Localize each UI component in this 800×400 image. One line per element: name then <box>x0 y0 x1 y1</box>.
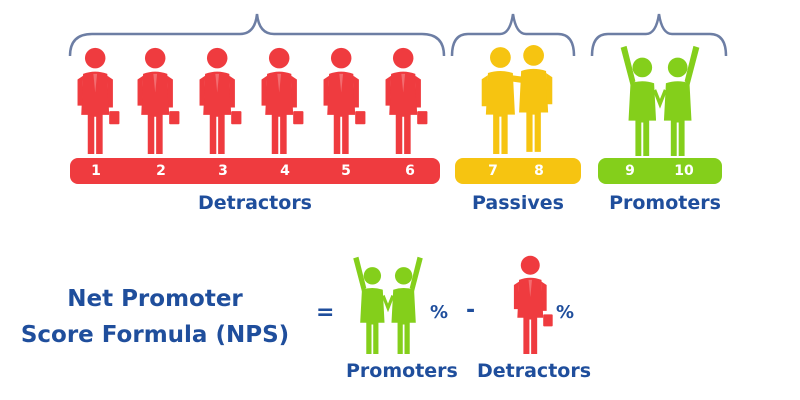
promoter-formula-icon <box>353 256 423 354</box>
detractors-label: Detractors <box>197 192 312 214</box>
passive-people-icon <box>481 45 553 154</box>
scale-number: 8 <box>534 163 544 179</box>
detractor-formula-icon <box>513 255 553 354</box>
detractor-person-icon <box>137 47 180 154</box>
scale-number: 9 <box>625 163 635 179</box>
detractors-percent-sign: % <box>556 302 575 323</box>
promoter-people-icon <box>620 45 700 156</box>
scale-number: 2 <box>156 163 166 179</box>
scale-number: 4 <box>280 163 290 179</box>
promoters-brace <box>590 13 728 57</box>
detractor-person-icon <box>261 47 304 154</box>
detractors-brace <box>68 13 446 57</box>
promoters-label: Promoters <box>609 192 721 214</box>
minus-sign: - <box>466 298 476 323</box>
detractor-person-icon <box>385 47 428 154</box>
scale-number: 7 <box>488 163 498 179</box>
passives-label: Passives <box>472 192 564 214</box>
scale-number: 5 <box>341 163 351 179</box>
formula-title-line1: Net Promoter <box>67 286 243 312</box>
scale-number: 3 <box>218 163 228 179</box>
detractor-person-icon <box>323 47 366 154</box>
passives-brace <box>450 13 576 57</box>
formula-promoters-label: Promoters <box>346 360 458 382</box>
scale-number: 6 <box>405 163 415 179</box>
detractor-person-icon <box>77 47 120 154</box>
scale-number: 10 <box>674 163 694 179</box>
scale-number: 1 <box>91 163 101 179</box>
equals-sign: = <box>316 300 335 325</box>
detractors-scale-bar: 1 2 3 4 5 6 <box>70 158 440 184</box>
promoters-percent-sign: % <box>430 302 449 323</box>
formula-title-line2: Score Formula (NPS) <box>20 322 290 348</box>
promoters-scale-bar: 9 10 <box>598 158 722 184</box>
detractor-person-icon <box>199 47 242 154</box>
formula-detractors-label: Detractors <box>477 360 592 382</box>
